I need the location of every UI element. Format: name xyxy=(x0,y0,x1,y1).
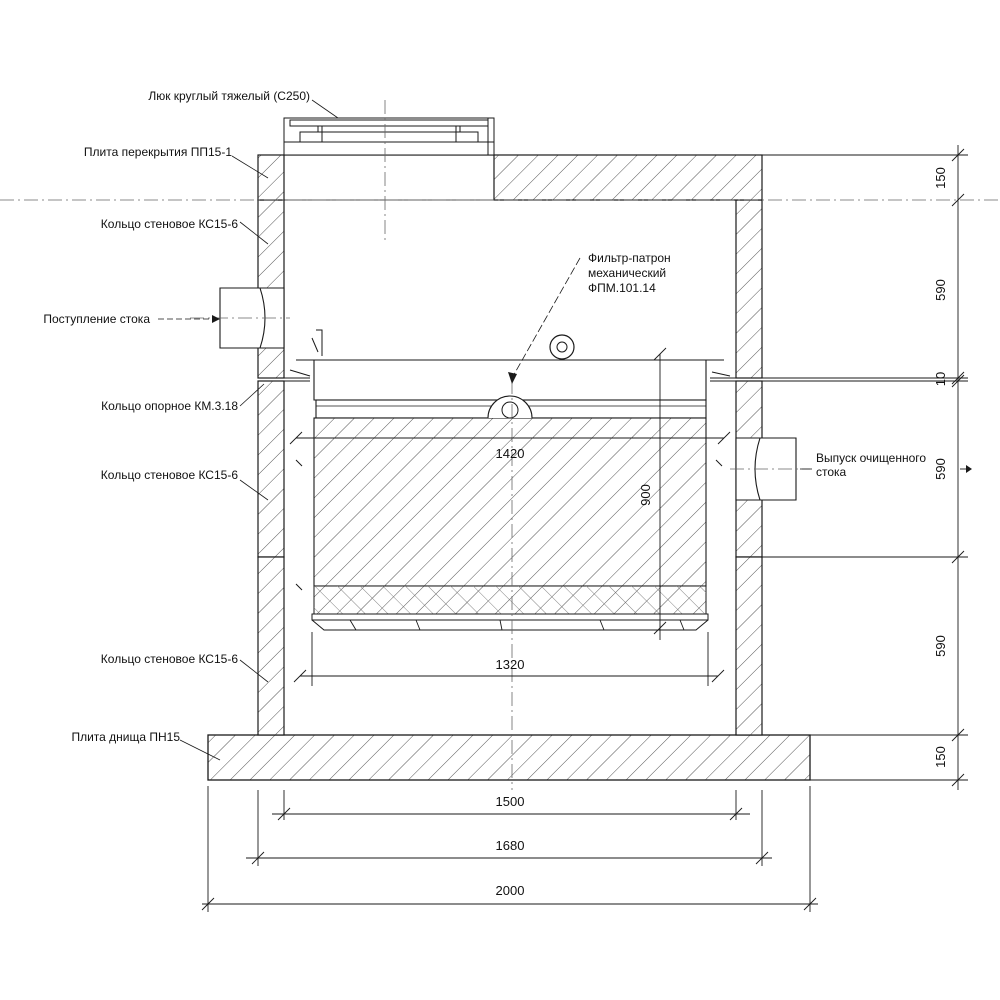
label-outlet-1: Выпуск очищенного xyxy=(816,451,926,465)
top-slab-right xyxy=(493,154,763,201)
dim-filter-width-top: 1420 xyxy=(496,446,525,461)
dim-v-ring-2: 590 xyxy=(933,458,948,480)
label-filter-1: Фильтр-патрон xyxy=(588,251,671,265)
bottom-slab xyxy=(207,734,811,781)
dim-base-width: 2000 xyxy=(496,883,525,898)
leader-lines xyxy=(158,99,812,761)
label-outlet-2: стока xyxy=(816,465,847,479)
centerlines xyxy=(0,100,1000,790)
label-support-ring: Кольцо опорное КМ.3.18 xyxy=(101,399,238,413)
dim-outer-diameter: 1680 xyxy=(496,838,525,853)
top-slab-left xyxy=(257,154,285,201)
dim-v-base: 150 xyxy=(933,746,948,768)
label-filter-2: механический xyxy=(588,266,666,280)
manhole-cover xyxy=(283,117,495,156)
dim-v-ring-1: 590 xyxy=(933,279,948,301)
dim-inner-diameter: 1500 xyxy=(496,794,525,809)
label-bottom-slab: Плита днища ПН15 xyxy=(71,730,180,744)
dimension-lines xyxy=(201,145,970,912)
filter-cartridge xyxy=(295,329,724,631)
dim-filter-width-bottom: 1320 xyxy=(496,657,525,672)
dim-v-support: 10 xyxy=(933,372,948,386)
label-inflow: Поступление стока xyxy=(43,312,150,326)
left-wall-ring-3 xyxy=(257,556,285,736)
left-wall-ring-2 xyxy=(257,380,285,558)
label-wall-ring-1: Кольцо стеновое КС15-6 xyxy=(101,217,239,231)
dim-filter-height: 900 xyxy=(638,484,653,506)
label-wall-ring-2: Кольцо стеновое КС15-6 xyxy=(101,468,239,482)
label-hatch-cover: Люк круглый тяжелый (С250) xyxy=(148,89,310,103)
right-wall-ring-3 xyxy=(735,556,763,736)
label-filter-3: ФПМ.101.14 xyxy=(588,281,656,295)
support-ring xyxy=(258,369,762,382)
label-top-slab: Плита перекрытия ПП15-1 xyxy=(84,145,232,159)
label-wall-ring-3: Кольцо стеновое КС15-6 xyxy=(101,652,239,666)
right-wall-ring-1 xyxy=(735,199,763,379)
dim-v-ring-3: 590 xyxy=(933,635,948,657)
dim-v-top-slab: 150 xyxy=(933,167,948,189)
